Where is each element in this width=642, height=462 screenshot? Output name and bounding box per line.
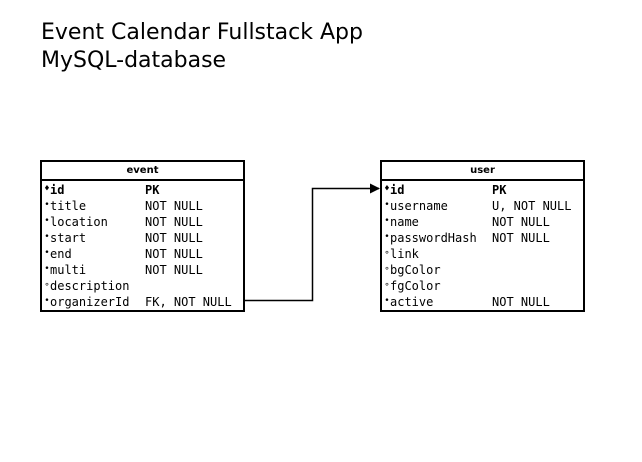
user-field-link: ∘ link xyxy=(382,246,583,262)
field-name: description xyxy=(50,279,130,293)
field-name: organizerId xyxy=(50,295,130,309)
optional-field-icon: ∘ xyxy=(384,280,390,290)
field-name: location xyxy=(50,215,108,229)
field-name: title xyxy=(50,199,87,213)
user-field-id: ♦ id PK xyxy=(382,182,583,198)
title-line-1: Event Calendar Fullstack App xyxy=(41,20,363,45)
field-name: name xyxy=(390,215,419,229)
event-field-organizerId: • organizerId FK, NOT NULL xyxy=(42,294,243,310)
field-constraint: PK xyxy=(492,183,507,197)
user-table[interactable]: user ♦ id PK • username U, NOT NULL • na… xyxy=(380,160,585,312)
relationship-line[interactable] xyxy=(245,183,380,302)
event-field-description: ∘ description xyxy=(42,278,243,294)
field-name: passwordHash xyxy=(390,231,477,245)
user-field-fgColor: ∘ fgColor xyxy=(382,278,583,294)
field-name: end xyxy=(50,247,72,261)
event-field-location: • location NOT NULL xyxy=(42,214,243,230)
optional-field-icon: ∘ xyxy=(384,248,390,258)
required-field-icon: • xyxy=(384,296,390,306)
required-field-icon: • xyxy=(384,216,390,226)
field-name: start xyxy=(50,231,87,245)
field-constraint: NOT NULL xyxy=(492,215,550,229)
field-constraint: NOT NULL xyxy=(492,295,550,309)
user-field-active: • active NOT NULL xyxy=(382,294,583,310)
field-name: username xyxy=(390,199,448,213)
primary-key-icon: ♦ xyxy=(384,184,390,194)
title-line-2: MySQL-database xyxy=(41,48,227,73)
event-table-rows: ♦ id PK • title NOT NULL • location NOT … xyxy=(42,181,243,310)
required-field-icon: • xyxy=(384,232,390,242)
field-constraint: NOT NULL xyxy=(145,199,203,213)
required-field-icon: • xyxy=(44,216,50,226)
event-field-end: • end NOT NULL xyxy=(42,246,243,262)
field-name: id xyxy=(390,183,405,197)
user-field-name: • name NOT NULL xyxy=(382,214,583,230)
field-name: bgColor xyxy=(390,263,441,277)
user-table-header: user xyxy=(382,162,583,181)
event-field-title: • title NOT NULL xyxy=(42,198,243,214)
page-title: Event Calendar Fullstack App MySQL-datab… xyxy=(41,19,363,75)
event-field-start: • start NOT NULL xyxy=(42,230,243,246)
event-field-multi: • multi NOT NULL xyxy=(42,262,243,278)
field-constraint: NOT NULL xyxy=(492,231,550,245)
event-field-id: ♦ id PK xyxy=(42,182,243,198)
field-constraint: U, NOT NULL xyxy=(492,199,572,213)
user-field-username: • username U, NOT NULL xyxy=(382,198,583,214)
field-name: fgColor xyxy=(390,279,441,293)
field-constraint: NOT NULL xyxy=(145,263,203,277)
required-field-icon: • xyxy=(44,248,50,258)
field-name: link xyxy=(390,247,419,261)
field-constraint: NOT NULL xyxy=(145,247,203,261)
user-field-passwordHash: • passwordHash NOT NULL xyxy=(382,230,583,246)
event-table-header: event xyxy=(42,162,243,181)
user-table-rows: ♦ id PK • username U, NOT NULL • name NO… xyxy=(382,181,583,310)
field-name: id xyxy=(50,183,65,197)
field-name: active xyxy=(390,295,434,309)
field-constraint: NOT NULL xyxy=(145,215,203,229)
field-constraint: PK xyxy=(145,183,160,197)
optional-field-icon: ∘ xyxy=(44,280,50,290)
required-field-icon: • xyxy=(44,296,50,306)
optional-field-icon: ∘ xyxy=(384,264,390,274)
user-field-bgColor: ∘ bgColor xyxy=(382,262,583,278)
field-name: multi xyxy=(50,263,87,277)
event-table[interactable]: event ♦ id PK • title NOT NULL • locatio… xyxy=(40,160,245,312)
required-field-icon: • xyxy=(44,232,50,242)
required-field-icon: • xyxy=(384,200,390,210)
field-constraint: FK, NOT NULL xyxy=(145,295,232,309)
field-constraint: NOT NULL xyxy=(145,231,203,245)
primary-key-icon: ♦ xyxy=(44,184,50,194)
required-field-icon: • xyxy=(44,200,50,210)
required-field-icon: • xyxy=(44,264,50,274)
